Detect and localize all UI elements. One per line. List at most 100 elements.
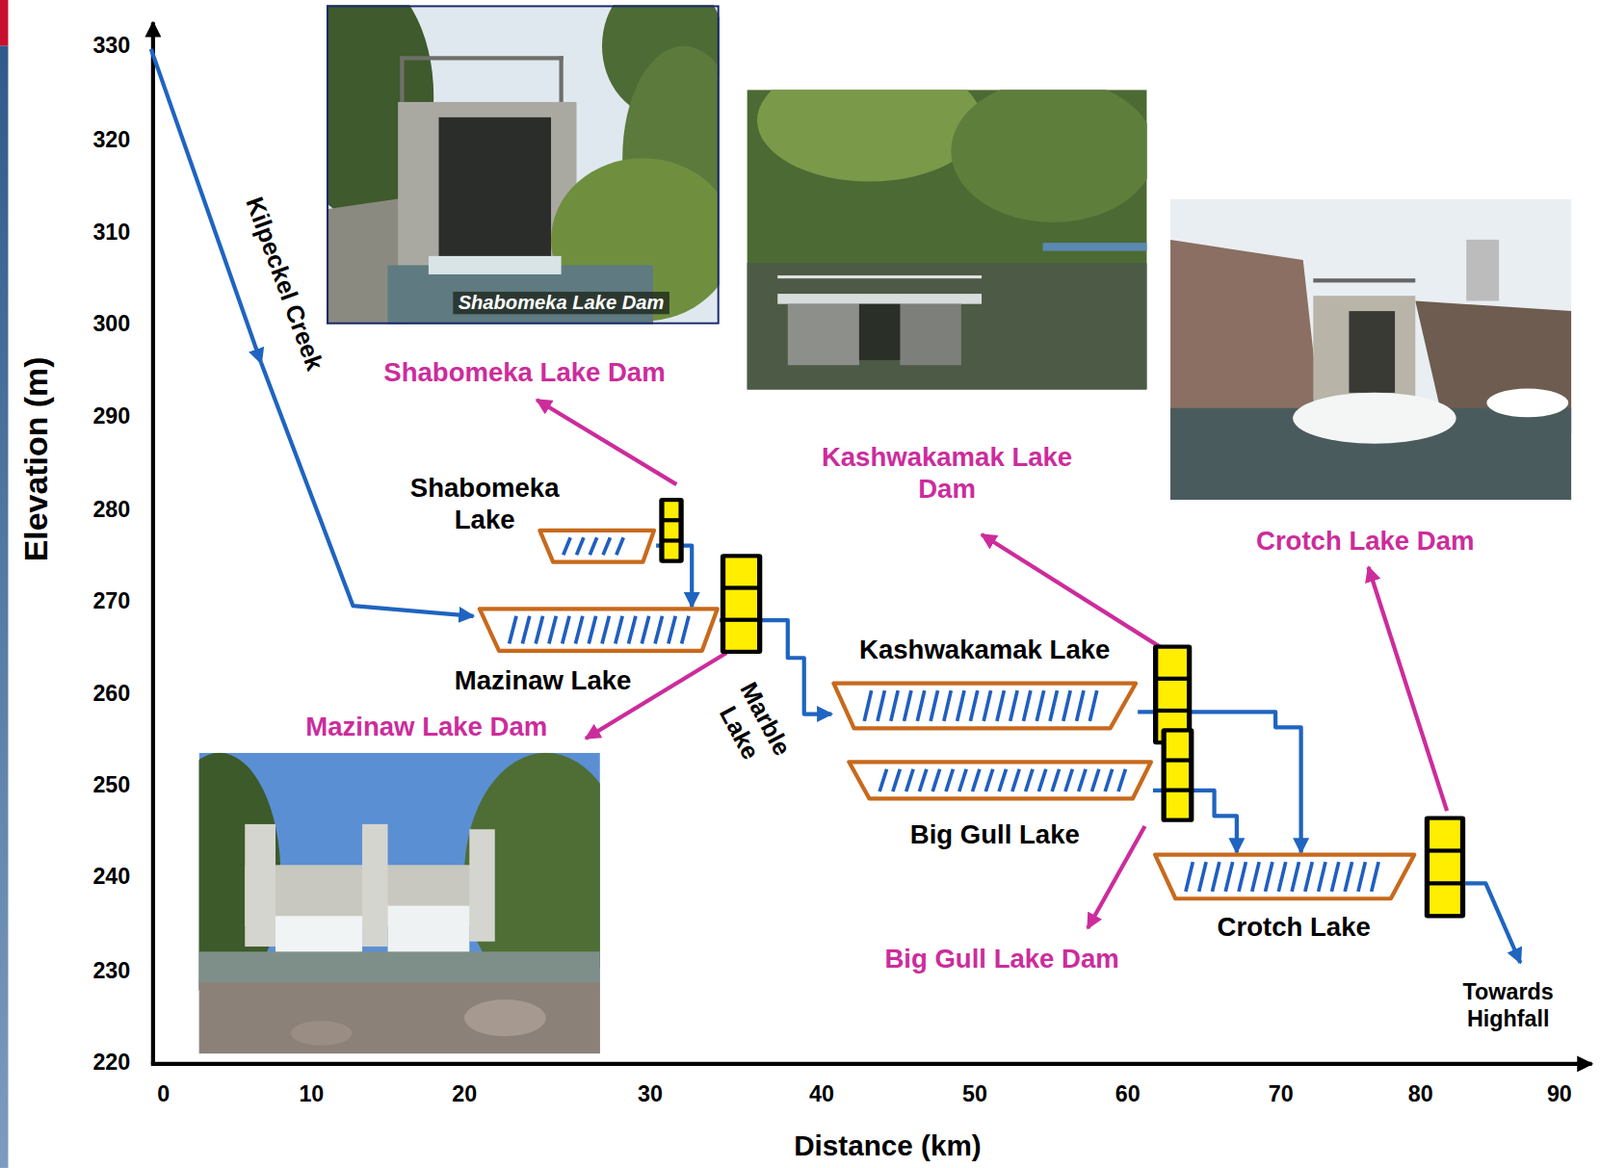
creek-name: Kilpeckel Creek <box>238 192 329 374</box>
water-hatch <box>1305 862 1312 892</box>
lake-basin <box>539 530 655 563</box>
water-hatch <box>906 769 914 792</box>
water-hatch <box>668 616 676 645</box>
water-hatch <box>589 537 597 555</box>
x-tick-label: 40 <box>809 1081 835 1109</box>
lake-node: Big Gull Lake <box>846 760 1154 801</box>
photo-monument <box>1466 239 1499 302</box>
x-axis <box>151 1062 1593 1067</box>
water-hatch <box>1049 690 1057 722</box>
water-hatch <box>904 690 912 722</box>
water-hatch <box>575 616 582 645</box>
water-hatch <box>1089 690 1097 722</box>
photo-tree <box>757 58 982 182</box>
photo-caption: Shabomeka Lake Dam <box>452 290 669 315</box>
lake-basin <box>479 608 718 651</box>
y-tick-label: 320 <box>92 126 131 154</box>
dam-body <box>1160 728 1194 822</box>
water-hatch <box>998 769 1006 792</box>
dam-block <box>1166 792 1189 819</box>
lake-name: Mazinaw Lake <box>410 664 676 697</box>
photo-foam <box>1292 393 1456 445</box>
water-hatch <box>509 616 517 645</box>
y-tick-label: 220 <box>92 1049 131 1077</box>
water-hatch <box>1199 862 1207 892</box>
water-hatch <box>917 690 924 722</box>
dam-block <box>664 501 680 519</box>
edge-strip <box>0 46 8 1168</box>
water-hatch <box>615 616 623 645</box>
photo-pier <box>787 304 860 367</box>
water-hatch <box>970 690 977 722</box>
dam-photo <box>157 753 628 1054</box>
water-hatch <box>972 769 980 792</box>
dam-block <box>1166 733 1189 760</box>
y-tick-label: 260 <box>92 681 131 709</box>
x-tick-label: 90 <box>1547 1081 1573 1109</box>
water-hatch <box>577 537 584 555</box>
water-hatch <box>1318 862 1326 892</box>
water-hatch <box>996 690 1004 722</box>
photo-rock <box>464 999 547 1037</box>
water-hatch <box>985 769 993 792</box>
lake-outline <box>831 681 1138 732</box>
lake-name: Marble Lake <box>702 667 803 786</box>
x-tick-label: 70 <box>1268 1081 1294 1109</box>
photo-railing <box>559 55 564 103</box>
dam-photo <box>290 0 745 325</box>
water-hatch <box>983 690 991 722</box>
x-tick-label: 20 <box>451 1081 477 1109</box>
dam-block <box>725 622 758 651</box>
water-hatch <box>522 616 529 645</box>
water-hatch <box>945 769 953 792</box>
dam-name: Shabomeka Lake Dam <box>383 356 665 389</box>
water-hatch <box>892 769 900 792</box>
dam-block <box>1429 853 1461 883</box>
water-hatch <box>957 690 965 722</box>
water-hatch <box>588 616 596 645</box>
lake-basin <box>833 683 1136 730</box>
photo-water <box>746 262 1147 390</box>
y-tick-label: 310 <box>92 219 131 247</box>
photo-pier <box>244 824 276 947</box>
water-hatch <box>1278 862 1286 892</box>
x-tick-label: 50 <box>962 1081 988 1109</box>
dam-block <box>1157 681 1187 709</box>
photo-falls <box>388 906 471 958</box>
x-tick-label: 60 <box>1115 1081 1141 1109</box>
photo-border <box>327 5 719 323</box>
water-hatch <box>1185 862 1193 892</box>
water-hatch <box>535 616 543 645</box>
water-hatch <box>1291 862 1299 892</box>
dam-photo <box>1170 199 1572 500</box>
y-tick-label: 280 <box>92 497 131 525</box>
photo-sky <box>1170 199 1572 500</box>
y-tick-label: 270 <box>92 588 131 616</box>
water-hatch <box>1252 862 1260 892</box>
photo-pier <box>362 824 388 947</box>
dam-block <box>1157 649 1187 678</box>
water-hatch <box>641 616 649 645</box>
lake-outline <box>477 606 720 654</box>
water-hatch <box>1238 862 1246 892</box>
water-hatch <box>1036 690 1044 722</box>
y-axis <box>151 22 156 1065</box>
photo-railing <box>399 55 563 60</box>
dam-block <box>664 543 680 560</box>
photo-pier <box>899 304 962 367</box>
water-hatch <box>1371 862 1379 892</box>
photo-gate <box>439 117 552 261</box>
x-tick-label: 80 <box>1408 1081 1434 1109</box>
leader-arrow <box>536 399 677 485</box>
dam-body <box>720 553 762 655</box>
water-hatch <box>1010 690 1018 722</box>
water-hatch <box>1211 862 1219 892</box>
water-hatch <box>932 769 940 792</box>
photo-gate <box>1348 311 1395 394</box>
water-hatch <box>1012 769 1020 792</box>
photo-rocks <box>199 982 601 1054</box>
water-hatch <box>563 537 571 555</box>
y-tick-label: 300 <box>92 311 131 339</box>
water-hatch <box>1331 862 1338 892</box>
lake-node: Kashwakamak Lake <box>831 681 1138 732</box>
